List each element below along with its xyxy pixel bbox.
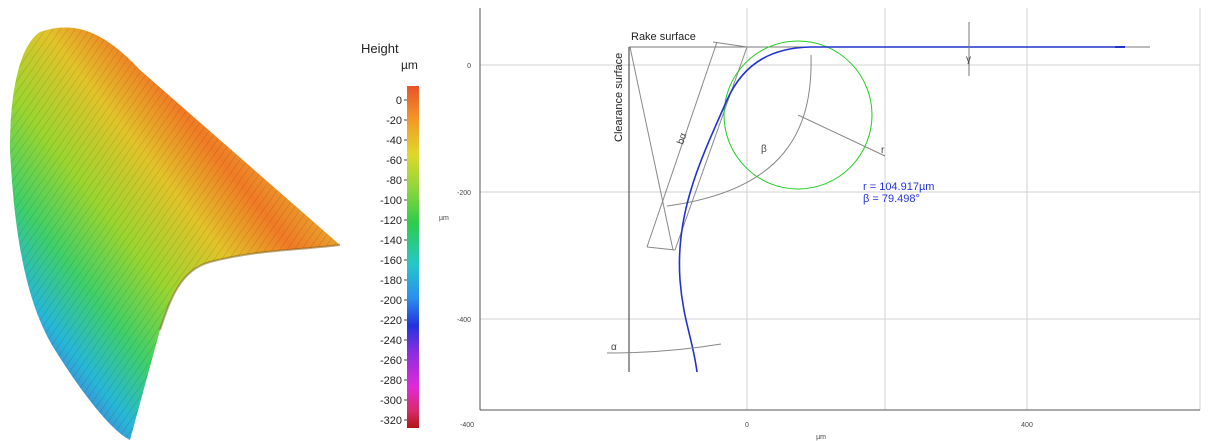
colorbar-tick-label: -320	[380, 415, 402, 427]
grid-lines	[479, 8, 1201, 410]
colorbar-tick-label: -40	[386, 135, 402, 147]
colorbar-tick-label: -80	[386, 175, 402, 187]
x-tick-label: 400	[1021, 422, 1033, 429]
colorbar-tick-label: -20	[386, 115, 402, 127]
colorbar-tick-label: -140	[380, 235, 402, 247]
x-tick-label: 0	[745, 422, 749, 429]
gamma-label: γ	[966, 54, 971, 65]
x-tick-label: -400	[460, 422, 474, 429]
beta-label: β	[761, 144, 767, 155]
colorbar-tick-label: -280	[380, 375, 402, 387]
colorbar-title: Height	[361, 41, 399, 56]
colorbar-tick-label: -220	[380, 315, 402, 327]
colorbar-tick-label: 0	[396, 95, 402, 107]
alpha-label: α	[611, 342, 617, 353]
result-r: r = 104.917µm	[863, 181, 934, 193]
y-tick-label: -200	[457, 190, 471, 197]
colorbar-tick-label: -200	[380, 295, 402, 307]
colorbar-tick-label: -240	[380, 335, 402, 347]
fit-circle	[723, 40, 873, 190]
x-unit-label: µm	[816, 434, 826, 441]
colorbar-tick-label: -60	[386, 155, 402, 167]
height-colorbar: 0 -20 -40 -60 -80 -100 -120 -140 -160 -180 -200 -22…	[380, 86, 419, 428]
surface-3d-view	[10, 27, 341, 441]
beta-arc	[666, 54, 812, 207]
colorbar-tick-label: -260	[380, 355, 402, 367]
y-unit-label: µm	[439, 215, 449, 222]
colorbar-tick-label: -180	[380, 275, 402, 287]
rake-surface-label: Rake surface	[631, 31, 696, 43]
colorbar-tick-label: -100	[380, 195, 402, 207]
clearance-surface-label: Clearance surface	[613, 53, 625, 142]
colorbar-unit: µm	[401, 58, 418, 72]
colorbar-tick-label: -300	[380, 395, 402, 407]
profile-diagram: -400 0 400 0 -200 -400 µm µm Rake surface Clear…	[439, 8, 1201, 441]
result-beta: β = 79.498°	[863, 193, 920, 205]
colorbar-gradient	[407, 86, 419, 428]
colorbar-ticks: 0 -20 -40 -60 -80 -100 -120 -140 -160 -180 -200 -22…	[380, 95, 407, 427]
r-label: r	[881, 145, 885, 156]
axis-labels: -400 0 400 0 -200 -400 µm µm	[439, 63, 1033, 441]
colorbar-tick-label: -120	[380, 215, 402, 227]
alpha-arc	[606, 343, 722, 354]
y-tick-label: -400	[457, 317, 471, 324]
b-alpha-label: bα	[675, 132, 689, 146]
measured-profile	[678, 46, 1125, 373]
y-tick-label: 0	[467, 63, 471, 70]
colorbar-tick-label: -160	[380, 255, 402, 267]
